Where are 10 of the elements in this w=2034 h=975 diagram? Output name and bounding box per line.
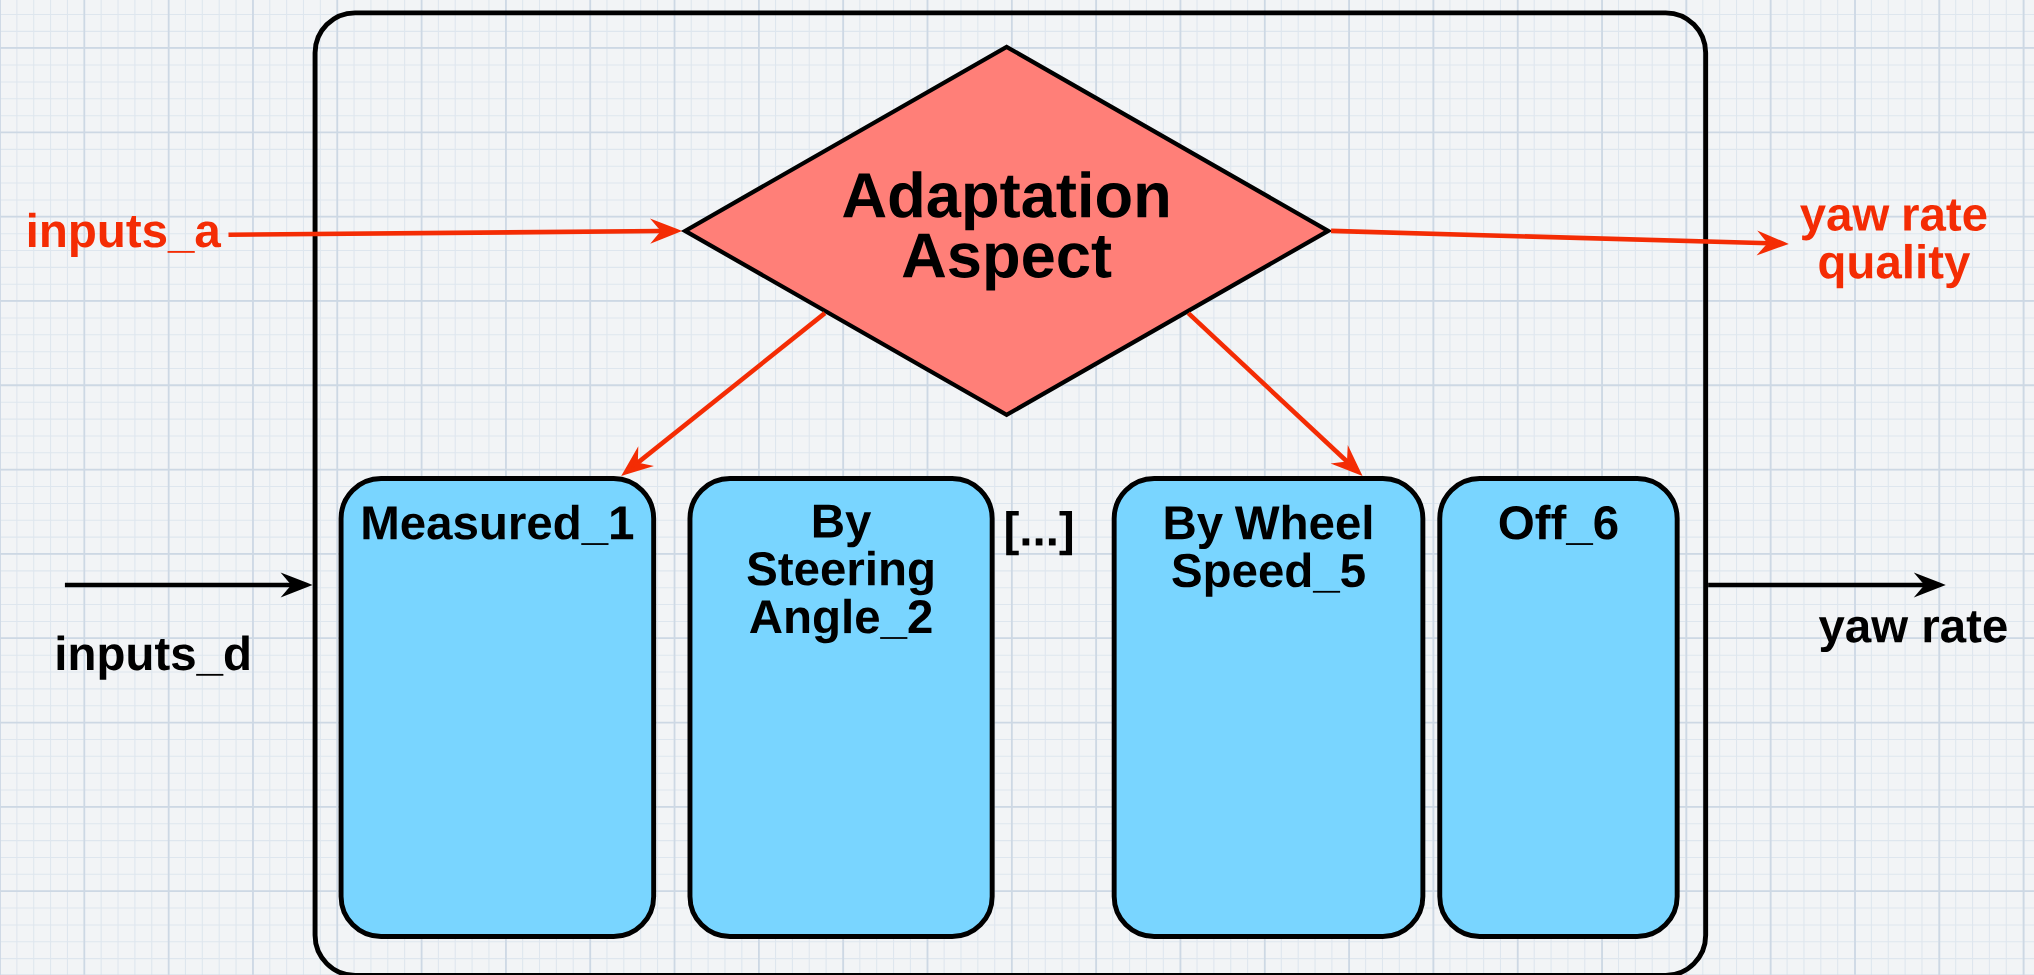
process-box: By Wheel Speed_5	[1111, 475, 1426, 939]
process-box: Measured_1	[338, 475, 657, 939]
signal-label: inputs_a	[28, 212, 222, 257]
container-box	[312, 10, 1709, 975]
edge-label: yaw rate	[1818, 611, 2007, 652]
process-box: By Steering Angle_2	[687, 475, 995, 939]
process-box: Off_6	[1437, 475, 1680, 939]
signal-label: yaw rate quality	[1800, 199, 1987, 288]
ellipsis-label: [...]	[1006, 510, 1072, 556]
edge-label: inputs_d	[57, 635, 249, 680]
